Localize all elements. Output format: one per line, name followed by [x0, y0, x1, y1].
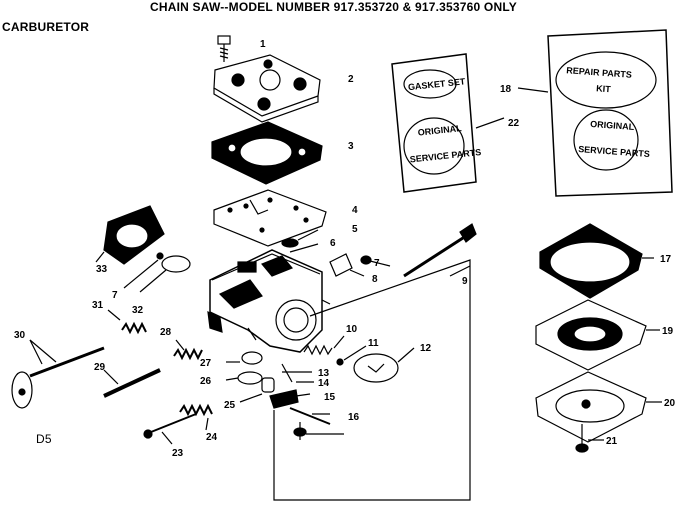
callout-23: 23	[172, 448, 184, 459]
part-25-sleeve[interactable]	[239, 377, 275, 403]
part-9-shaft[interactable]	[403, 223, 477, 278]
callout-13: 13	[318, 368, 330, 379]
callout-22: 22	[508, 118, 520, 129]
part-11-ball[interactable]	[336, 345, 367, 366]
part-34-screw[interactable]	[293, 422, 344, 440]
section-title: CARBURETOR	[2, 20, 90, 34]
callout-5: 5	[352, 224, 358, 235]
callout-27: 27	[200, 358, 212, 369]
part-15-bracket[interactable]	[269, 389, 311, 409]
repair-kit-label-1: REPAIR PARTS	[566, 65, 632, 80]
part-7-screw-right[interactable]	[360, 255, 391, 267]
callout-12: 12	[420, 343, 432, 354]
callout-26: 26	[200, 376, 212, 387]
callout-33: 33	[96, 264, 108, 275]
callout-19: 19	[662, 326, 674, 337]
part-7-screw-left[interactable]	[123, 252, 164, 289]
part-29-needle[interactable]	[103, 368, 161, 398]
part-5-valve[interactable]	[281, 229, 319, 248]
part-30-choke-shaft[interactable]	[11, 339, 105, 409]
diagram-code: D5	[36, 432, 52, 446]
callout-1: 1	[260, 39, 266, 50]
callout-11: 11	[368, 338, 379, 349]
callout-31: 31	[92, 300, 104, 311]
callout-17: 17	[660, 254, 672, 265]
part-8-lever[interactable]	[329, 253, 365, 277]
part-26-cup[interactable]	[225, 371, 263, 385]
callout-24: 24	[206, 432, 218, 443]
callout-6: 6	[330, 238, 336, 249]
part-13-screw[interactable]	[281, 363, 312, 383]
callout-28: 28	[160, 327, 172, 338]
callout-20: 20	[664, 398, 676, 409]
part-23-screw[interactable]	[143, 413, 197, 445]
callout-2: 2	[348, 74, 354, 85]
repair-seal-line-1: ORIGINAL	[590, 119, 635, 132]
callout-8: 8	[372, 274, 378, 285]
callout-18: 18	[500, 84, 512, 95]
page-title: CHAIN SAW--MODEL NUMBER 917.353720 & 917…	[150, 0, 517, 14]
callout-3: 3	[348, 141, 354, 152]
part-32-plate[interactable]	[139, 255, 191, 293]
repair-kit-label-2: KIT	[596, 83, 612, 94]
part-20-cover[interactable]	[535, 371, 662, 443]
part-1-screw[interactable]	[217, 35, 231, 62]
callout-15: 15	[324, 392, 336, 403]
repair-seal-line-2: SERVICE PARTS	[578, 144, 650, 159]
part-4-plate[interactable]	[213, 189, 327, 247]
separator-line	[273, 259, 471, 501]
part-33-gasket[interactable]	[95, 205, 165, 265]
callout-4: 4	[352, 205, 358, 216]
part-18-repair-kit-card[interactable]	[517, 29, 673, 197]
callout-25: 25	[224, 400, 236, 411]
callout-16: 16	[348, 412, 360, 423]
part-27-cylinder[interactable]	[226, 351, 263, 365]
carburetor-body[interactable]	[207, 249, 331, 353]
part-19-pump-body[interactable]	[535, 299, 660, 371]
part-10-spring[interactable]	[303, 335, 345, 356]
callout-14: 14	[318, 378, 330, 389]
callout-29: 29	[94, 362, 106, 373]
part-21-screw[interactable]	[575, 424, 604, 453]
callout-32: 32	[132, 305, 144, 316]
part-16-lever[interactable]	[289, 407, 331, 425]
callout-10: 10	[346, 324, 358, 335]
part-28-spring[interactable]	[173, 339, 203, 361]
part-2-cover[interactable]	[213, 54, 321, 123]
part-3-gasket[interactable]	[211, 121, 323, 185]
callout-7-right: 7	[374, 258, 380, 269]
gasket-seal-line-1: ORIGINAL	[417, 123, 462, 138]
part-12-disc[interactable]	[353, 347, 415, 383]
part-22-gasket-set-card[interactable]	[391, 53, 505, 193]
callout-7-left: 7	[112, 290, 118, 301]
callout-21: 21	[606, 436, 618, 447]
part-17-gasket[interactable]	[539, 223, 654, 299]
callout-9: 9	[462, 276, 468, 287]
part-31-spring[interactable]	[107, 309, 147, 335]
callout-30: 30	[14, 330, 26, 341]
